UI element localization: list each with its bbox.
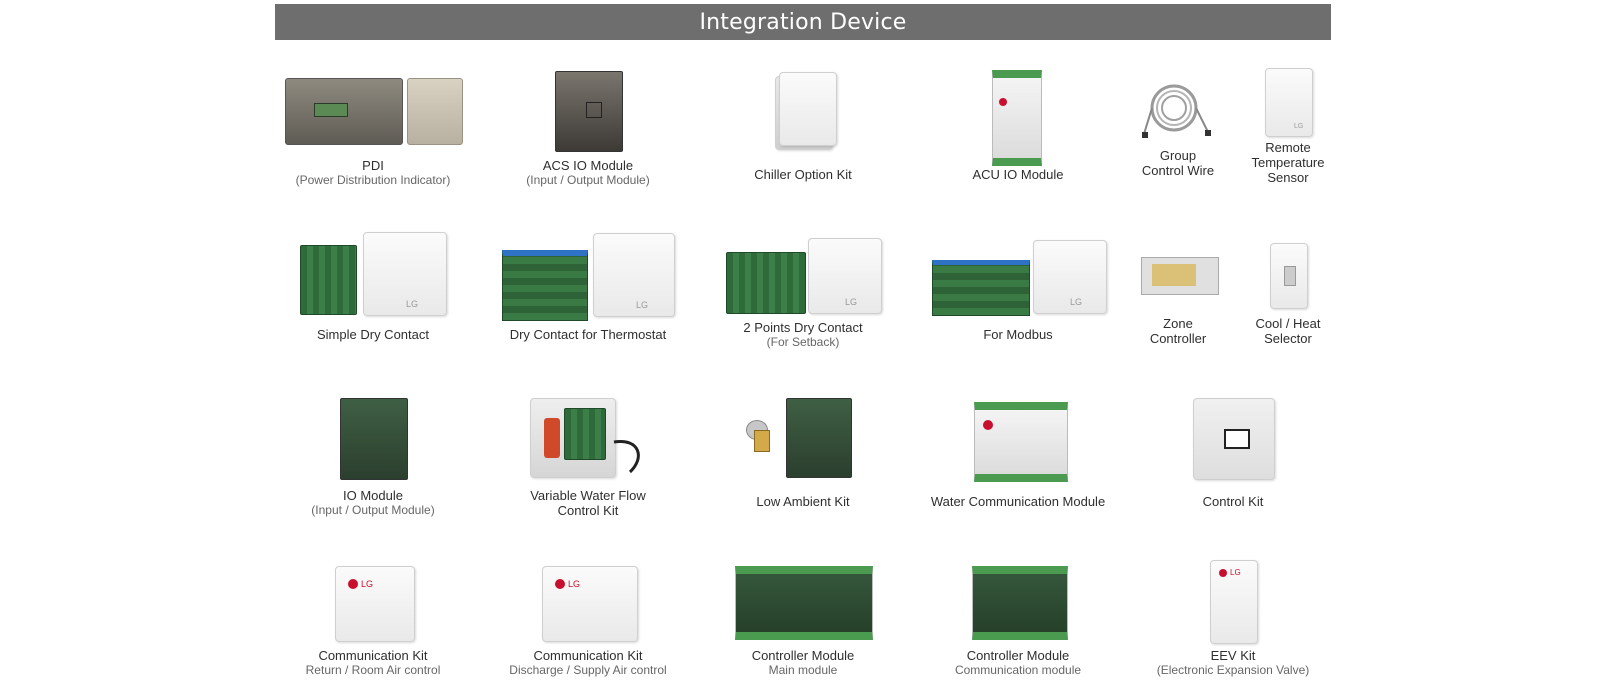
- device-sublabel: (For Setback): [766, 335, 840, 349]
- modbus-cover-image: LG: [1033, 240, 1107, 314]
- io-module-image: [340, 398, 408, 480]
- pdi-main-unit-image: [285, 78, 403, 145]
- acs-io-module-image: [555, 71, 623, 152]
- device-acu-io-module: ACU IO Module: [918, 167, 1118, 182]
- controller-module-communication-image: [972, 566, 1068, 640]
- low-ambient-kit-image: [742, 398, 854, 478]
- device-label: Variable Water Flow Control Kit: [530, 488, 646, 518]
- cool-heat-selector-image: [1270, 243, 1308, 309]
- chiller-option-kit-image: [775, 72, 837, 150]
- device-for-modbus: For Modbus: [918, 327, 1118, 342]
- device-control-kit: Control Kit: [1133, 494, 1333, 509]
- device-label: 2 Points Dry Contact: [743, 320, 863, 335]
- device-sublabel: Return / Room Air control: [305, 663, 441, 677]
- device-two-points-dry-contact: 2 Points Dry Contact (For Setback): [703, 320, 903, 349]
- device-label: Communication Kit: [318, 648, 428, 663]
- device-pdi: PDI (Power Distribution Indicator): [273, 158, 473, 187]
- device-variable-water-flow-control-kit: Variable Water Flow Control Kit: [488, 488, 688, 518]
- water-communication-module-image: [974, 402, 1068, 482]
- simple-dry-contact-board-image: [300, 245, 357, 315]
- device-label: Cool / Heat Selector: [1255, 316, 1321, 346]
- device-label: Group Control Wire: [1141, 148, 1215, 178]
- control-kit-image: [1193, 398, 1275, 480]
- zone-controller-image: [1141, 257, 1219, 295]
- device-controller-module-communication: Controller Module Communication module: [918, 648, 1118, 677]
- modbus-board-image: [932, 260, 1030, 316]
- device-water-communication-module: Water Communication Module: [918, 494, 1118, 509]
- device-label: Zone Controller: [1149, 316, 1207, 346]
- two-points-dry-contact-board-image: [726, 252, 806, 314]
- device-sublabel: Main module: [768, 663, 838, 677]
- communication-kit-discharge-image: LG: [542, 566, 638, 642]
- device-label: PDI: [362, 158, 384, 173]
- device-group-control-wire: Group Control Wire: [1118, 148, 1238, 178]
- device-label: Communication Kit: [533, 648, 643, 663]
- device-sublabel: (Power Distribution Indicator): [295, 173, 451, 187]
- device-communication-kit-discharge: Communication Kit Discharge / Supply Air…: [488, 648, 688, 677]
- device-chiller-option-kit: Chiller Option Kit: [703, 167, 903, 182]
- page-title: Integration Device: [275, 4, 1331, 40]
- device-acs-io-module: ACS IO Module (Input / Output Module): [488, 158, 688, 187]
- group-control-wire-image: [1142, 68, 1212, 140]
- device-low-ambient-kit: Low Ambient Kit: [703, 494, 903, 509]
- device-label: For Modbus: [983, 327, 1053, 342]
- device-label: Controller Module: [966, 648, 1070, 663]
- device-label: Chiller Option Kit: [754, 167, 852, 182]
- device-label: Controller Module: [751, 648, 855, 663]
- device-dry-contact-for-thermostat: Dry Contact for Thermostat: [488, 327, 688, 342]
- dry-contact-thermostat-board-image: [502, 250, 588, 321]
- communication-kit-return-image: LG: [335, 566, 415, 642]
- eev-kit-image: LG: [1210, 560, 1258, 644]
- simple-dry-contact-cover-image: LG: [363, 232, 447, 316]
- device-label: Control Kit: [1202, 494, 1264, 509]
- device-sublabel: (Input / Output Module): [526, 173, 650, 187]
- variable-water-flow-kit-image: [530, 398, 650, 478]
- device-simple-dry-contact: Simple Dry Contact: [273, 327, 473, 342]
- device-label: ACS IO Module: [542, 158, 634, 173]
- two-points-dry-contact-cover-image: LG: [808, 238, 882, 314]
- device-eev-kit: EEV Kit (Electronic Expansion Valve): [1133, 648, 1333, 677]
- device-sublabel: (Input / Output Module): [311, 503, 435, 517]
- device-io-module: IO Module (Input / Output Module): [273, 488, 473, 517]
- device-sublabel: Communication module: [954, 663, 1082, 677]
- device-label: IO Module: [343, 488, 403, 503]
- device-label: Low Ambient Kit: [756, 494, 850, 509]
- device-sublabel: (Electronic Expansion Valve): [1156, 663, 1310, 677]
- device-controller-module-main: Controller Module Main module: [703, 648, 903, 677]
- device-zone-controller: Zone Controller: [1118, 316, 1238, 346]
- remote-temperature-sensor-image: LG: [1265, 68, 1313, 137]
- device-label: EEV Kit: [1210, 648, 1256, 663]
- device-label: Dry Contact for Thermostat: [509, 327, 667, 342]
- controller-module-main-image: [735, 566, 873, 640]
- device-cool-heat-selector: Cool / Heat Selector: [1228, 316, 1348, 346]
- device-label: ACU IO Module: [972, 167, 1064, 182]
- pdi-cover-image: [407, 78, 463, 145]
- device-label: Water Communication Module: [930, 494, 1106, 509]
- device-remote-temperature-sensor: Remote Temperature Sensor: [1228, 140, 1348, 185]
- dry-contact-thermostat-cover-image: LG: [593, 233, 675, 317]
- device-label: Simple Dry Contact: [317, 327, 429, 342]
- device-communication-kit-return: Communication Kit Return / Room Air cont…: [273, 648, 473, 677]
- device-label: Remote Temperature Sensor: [1251, 140, 1325, 185]
- acu-io-module-image: [992, 70, 1042, 166]
- device-sublabel: Discharge / Supply Air control: [509, 663, 667, 677]
